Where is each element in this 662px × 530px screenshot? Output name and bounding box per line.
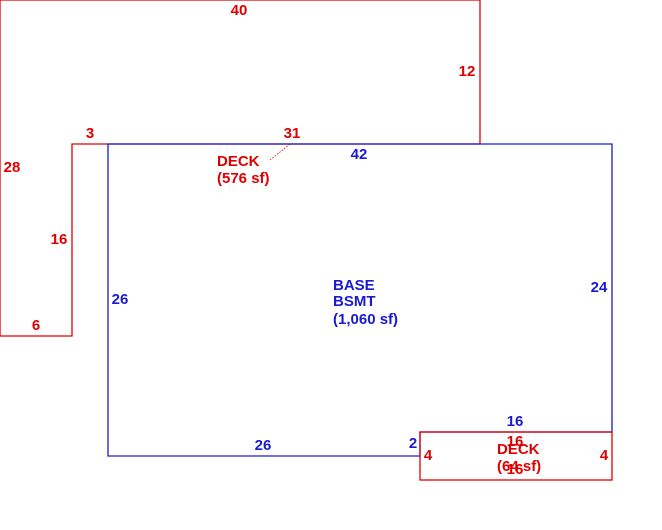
- deck-outline: [0, 0, 481, 337]
- basement-dim-right: 24: [591, 279, 608, 296]
- deck-dim-left: 28: [4, 159, 21, 176]
- deck-dim-bottom: 6: [32, 317, 40, 334]
- small-deck-dim-right: 4: [600, 447, 609, 464]
- small-deck-area-label: (64 sf): [497, 458, 541, 475]
- small-deck-dim-top: 16: [507, 433, 524, 450]
- basement-dim-notch-top: 16: [507, 413, 524, 430]
- basement-name-line-1: BASE: [333, 277, 375, 294]
- deck-area-label: (576 sf): [217, 170, 270, 187]
- basement-name-line-2: BSMT: [333, 293, 376, 310]
- basement-dim-notch-side: 2: [409, 435, 417, 452]
- basement-dim-left: 26: [112, 291, 129, 308]
- basement-dim-bottom: 26: [255, 437, 272, 454]
- deck-name-label: DECK: [217, 153, 260, 170]
- basement-area-label: (1,060 sf): [333, 311, 398, 328]
- deck-dim-step-side: 16: [51, 231, 68, 248]
- deck-dim-right-upper: 12: [459, 63, 476, 80]
- small-deck-outline: [419, 431, 613, 481]
- deck-dim-top: 40: [231, 2, 248, 19]
- small-deck-dim-bottom: 16: [507, 461, 524, 478]
- basement-dim-top: 42: [351, 146, 368, 163]
- deck-divider-line: [269, 143, 291, 161]
- deck-dim-inner: 31: [284, 125, 301, 142]
- small-deck-name-label: DECK: [497, 441, 540, 458]
- small-deck-dim-left: 4: [424, 447, 433, 464]
- deck-dim-step-top: 3: [86, 125, 94, 142]
